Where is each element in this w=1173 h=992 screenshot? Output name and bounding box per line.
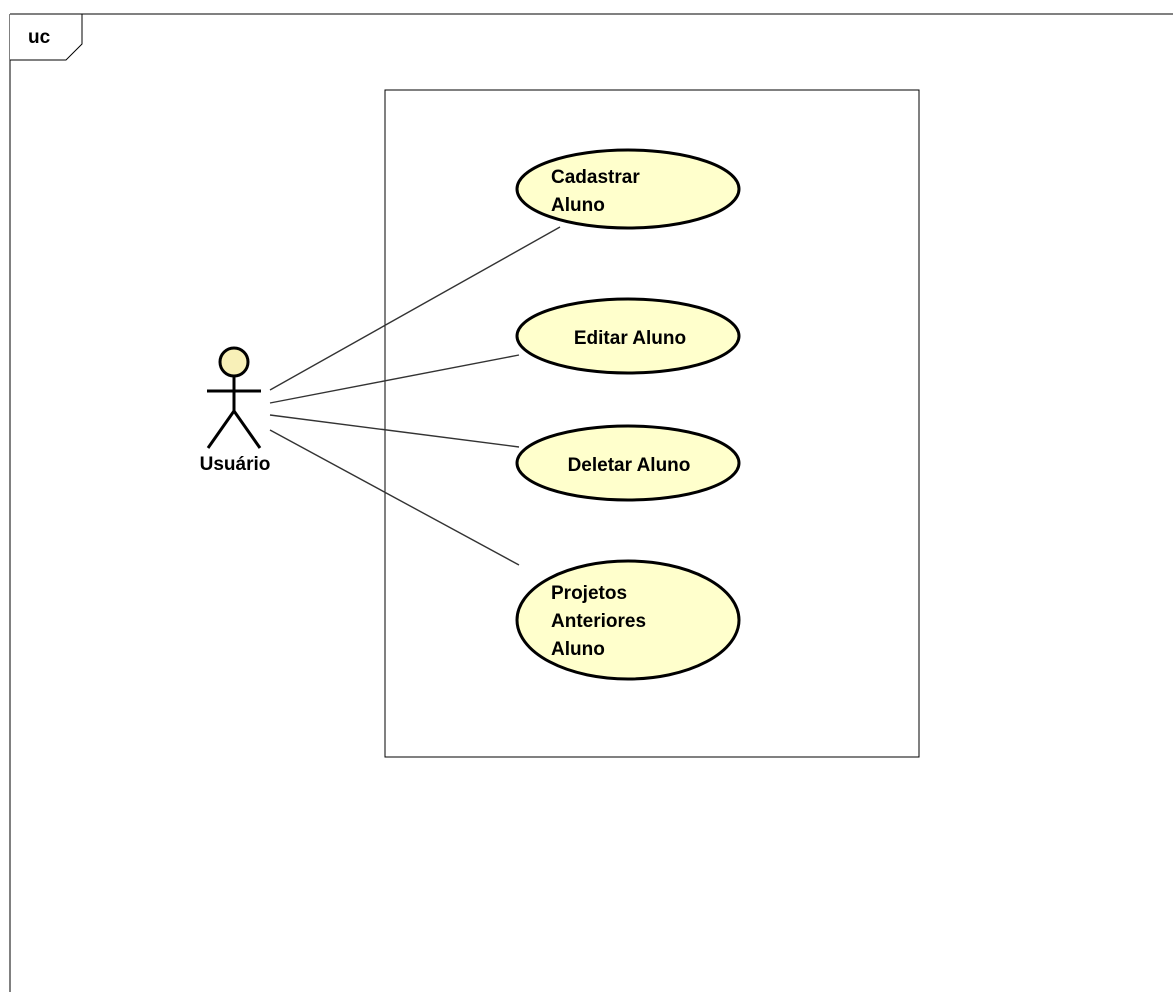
actor-usuario[interactable]: Usuário xyxy=(200,346,271,475)
actor-label: Usuário xyxy=(200,454,271,475)
association-projetos xyxy=(269,429,520,566)
use-case-label-line: Editar Aluno xyxy=(574,328,686,349)
use-case-projetos-anteriores-aluno[interactable]: Projetos Anteriores Aluno xyxy=(515,559,741,681)
use-case-ellipse xyxy=(515,559,741,681)
use-case-label-line: Aluno xyxy=(551,195,605,216)
association-deletar xyxy=(269,414,520,448)
actor-head xyxy=(218,346,250,378)
use-case-ellipse xyxy=(515,148,741,230)
diagram-frame: uc xyxy=(9,13,1173,992)
use-case-label-line: Aluno xyxy=(551,639,605,660)
association-cadastrar xyxy=(269,226,561,391)
association-editar xyxy=(269,354,520,404)
use-case-editar-aluno[interactable]: Editar Aluno xyxy=(515,297,741,375)
use-case-ellipse xyxy=(515,297,741,375)
use-case-ellipse xyxy=(515,424,741,502)
associations xyxy=(269,226,561,566)
use-case-cadastrar-aluno[interactable]: Cadastrar Aluno xyxy=(515,148,741,230)
actor-right-leg xyxy=(232,410,262,449)
use-case-deletar-aluno[interactable]: Deletar Aluno xyxy=(515,424,741,502)
actor-left-leg xyxy=(206,410,236,449)
frame-tab xyxy=(10,13,83,61)
use-case-label-line: Projetos xyxy=(551,583,627,604)
use-case-label-line: Cadastrar xyxy=(551,167,640,188)
use-case-label-line: Anteriores xyxy=(551,611,646,632)
use-case-label-line: Deletar Aluno xyxy=(568,455,691,476)
frame-label: uc xyxy=(28,27,51,48)
